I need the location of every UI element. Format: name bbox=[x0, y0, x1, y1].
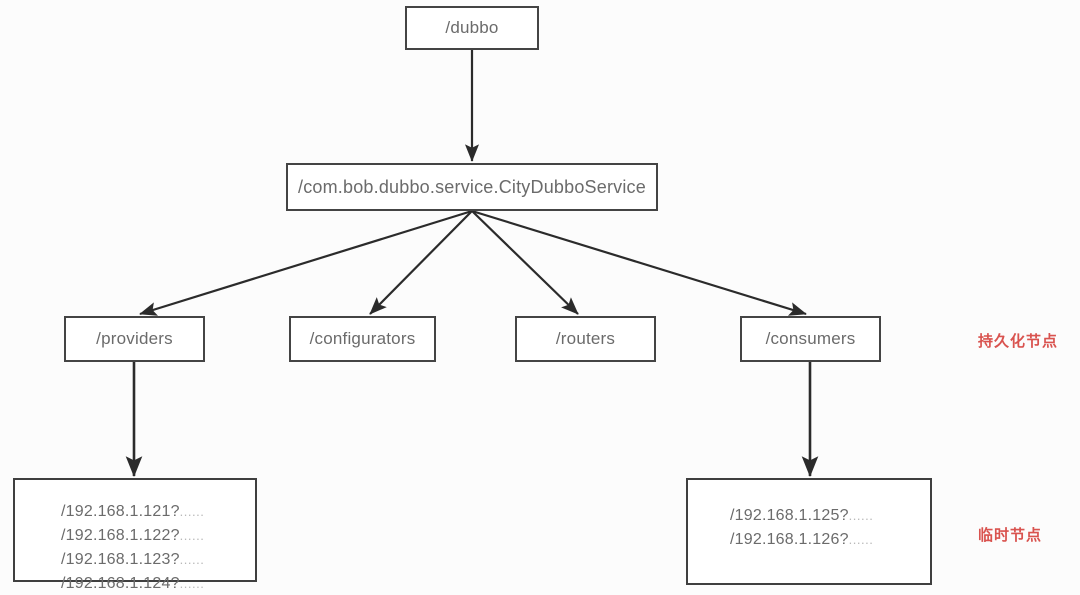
instance-address: /192.168.1.122? bbox=[61, 527, 180, 544]
list-item: /192.168.1.126?...... bbox=[730, 528, 873, 552]
truncation-dots: ...... bbox=[179, 552, 205, 567]
list-item: /192.168.1.123?...... bbox=[61, 548, 204, 572]
edge-service-to-consumers bbox=[471, 209, 807, 316]
consumers-instances-box[interactable]: /192.168.1.125?...... /192.168.1.126?...… bbox=[686, 478, 932, 585]
list-item: /192.168.1.121?...... bbox=[61, 500, 204, 524]
edge-service-to-routers bbox=[471, 210, 579, 315]
annotation-ephemeral-node: 临时节点 bbox=[978, 527, 1043, 544]
node-routers-label: /routers bbox=[555, 329, 616, 349]
truncation-dots: ...... bbox=[848, 532, 874, 547]
truncation-dots: ...... bbox=[179, 504, 205, 519]
instance-address: /192.168.1.125? bbox=[730, 507, 849, 524]
list-item: /192.168.1.124?...... bbox=[61, 572, 204, 595]
annotation-persistent-node: 持久化节点 bbox=[978, 333, 1059, 350]
list-item: /192.168.1.125?...... bbox=[730, 504, 873, 528]
node-root-label: /dubbo bbox=[445, 18, 499, 38]
instance-address: /192.168.1.126? bbox=[730, 531, 849, 548]
node-providers[interactable]: /providers bbox=[64, 316, 205, 362]
node-service[interactable]: /com.bob.dubbo.service.CityDubboService bbox=[286, 163, 658, 211]
node-configurators[interactable]: /configurators bbox=[289, 316, 436, 362]
truncation-dots: ...... bbox=[179, 528, 205, 543]
providers-instances-box[interactable]: /192.168.1.121?...... /192.168.1.122?...… bbox=[13, 478, 257, 592]
node-providers-label: /providers bbox=[96, 329, 173, 349]
edge-service-to-configurators bbox=[369, 210, 473, 315]
node-service-label: /com.bob.dubbo.service.CityDubboService bbox=[298, 176, 646, 197]
list-item: /192.168.1.122?...... bbox=[61, 524, 204, 548]
edge-service-to-providers bbox=[139, 209, 473, 316]
node-routers[interactable]: /routers bbox=[515, 316, 656, 362]
truncation-dots: ...... bbox=[848, 508, 874, 523]
instance-address: /192.168.1.123? bbox=[61, 551, 180, 568]
truncation-dots: ...... bbox=[179, 576, 205, 591]
node-consumers[interactable]: /consumers bbox=[740, 316, 881, 362]
instance-address: /192.168.1.124? bbox=[61, 575, 180, 592]
node-consumers-label: /consumers bbox=[765, 329, 856, 349]
node-configurators-label: /configurators bbox=[309, 329, 416, 349]
instance-address: /192.168.1.121? bbox=[61, 503, 180, 520]
node-root[interactable]: /dubbo bbox=[405, 6, 539, 50]
